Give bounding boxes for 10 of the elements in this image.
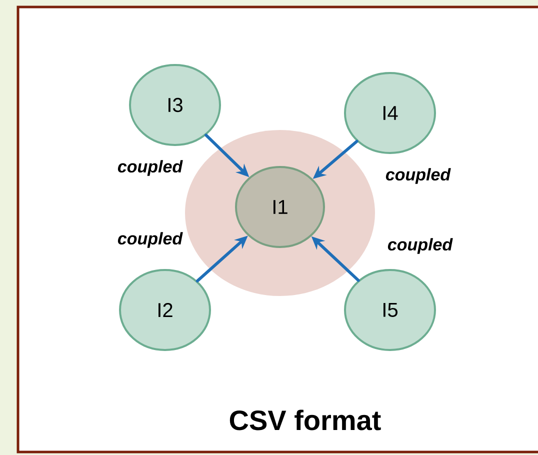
circle-node: I4 [344,72,436,154]
edge-label: coupled [388,238,453,254]
circle-node: I3 [129,64,221,146]
edge-label: coupled [386,168,451,184]
edge-label: coupled [118,232,183,248]
caption: CSV format [230,410,381,430]
circle-node: I1 [235,166,325,248]
circle-node: I2 [119,269,211,351]
circle-node: I5 [344,269,436,351]
edge-label: coupled [118,160,183,176]
